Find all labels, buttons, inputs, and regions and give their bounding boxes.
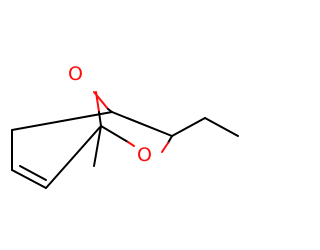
bond-ringO-right — [161, 142, 169, 153]
bond-alkene-main — [11, 169, 47, 189]
atom-label-ring-oxygen: O — [137, 144, 152, 166]
bond-methyl — [93, 125, 102, 167]
bond-ethyl-2 — [204, 117, 239, 137]
bond-top-to-c-ethyl — [111, 111, 173, 137]
bond-c-ethyl-ringO — [167, 135, 173, 144]
bond-bridgehead-top — [11, 111, 113, 131]
bond-quaternary-ringO — [100, 125, 129, 143]
atom-label-bridge-oxygen: O — [68, 63, 83, 85]
bond-ringO-left — [127, 141, 135, 147]
bond-ethyl-1 — [171, 117, 206, 137]
bond-bridgeO-lower — [95, 91, 100, 113]
bond-alkene-inner — [19, 165, 47, 181]
molecule-structure: O O — [11, 63, 239, 189]
bond-alkene-to-quaternary — [45, 125, 102, 189]
